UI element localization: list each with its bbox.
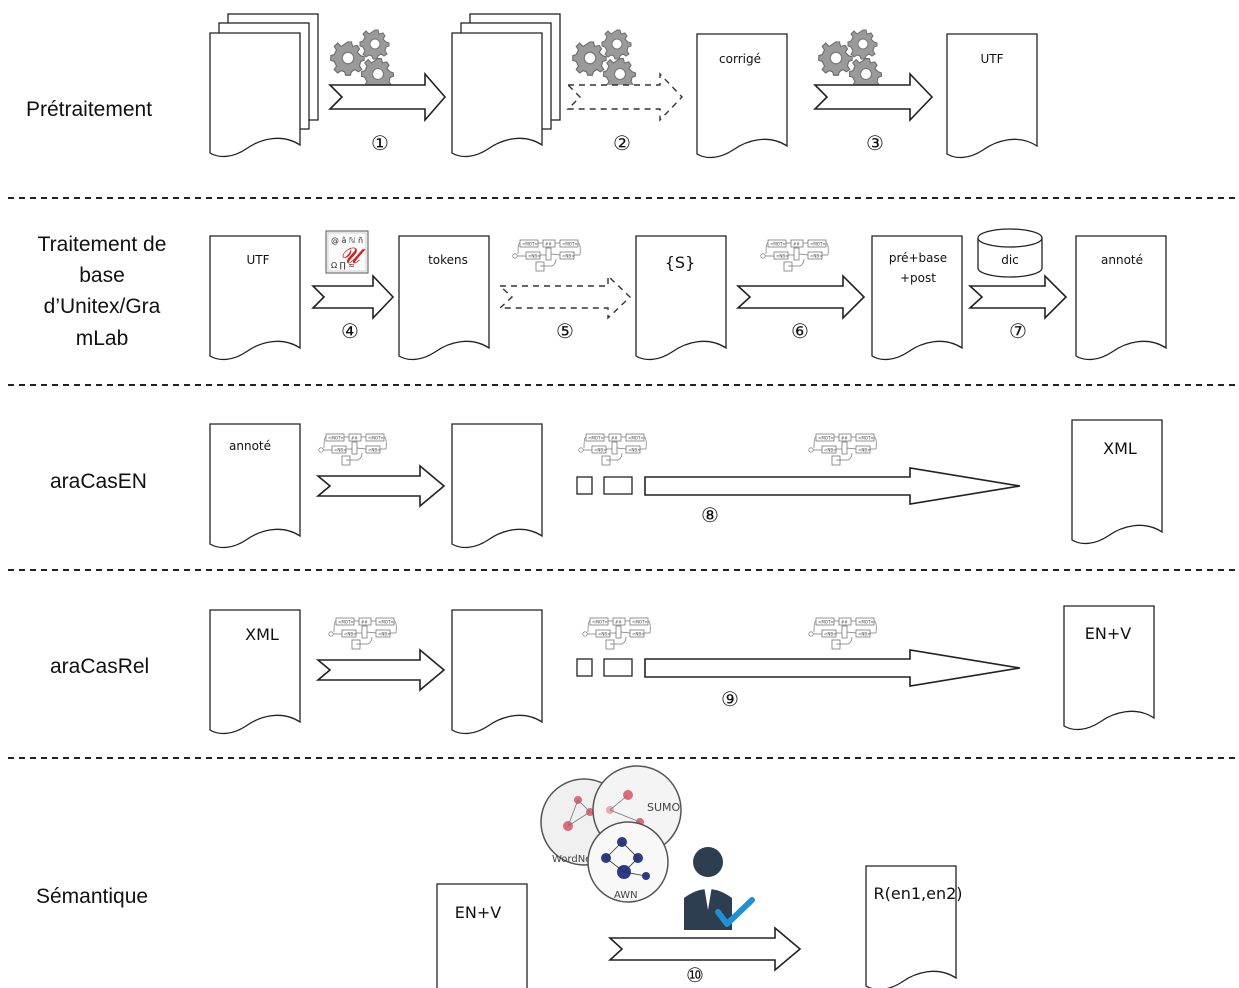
small-box-3b [603,476,633,495]
section-label-traitement-2: base [79,264,125,287]
svg-text:UTF: UTF [246,253,269,267]
arrow-step-2 [566,72,683,122]
document-xml-1: XML [1071,419,1163,545]
graph-icon-step-6 [759,237,831,273]
svg-text:XML: XML [245,625,279,644]
step-4-label: ④ [341,319,359,343]
document-intermediate-4 [451,609,543,735]
graph-icon-4b [581,615,653,651]
arrow-aracasen-1 [315,464,446,508]
document-relation: R(en1,en2) [865,865,963,988]
section-label-traitement-1: Traitement de [38,233,167,256]
svg-text:+post: +post [900,271,936,285]
svg-text:EN+V: EN+V [1085,624,1131,643]
step-1-label: ① [371,131,389,155]
section-label-traitement-3: d’Unitex/Gra [44,295,161,318]
dictionary-database: dic [977,228,1043,278]
arrow-aracasrel-1 [315,648,446,692]
step-6-label: ⑥ [791,319,809,343]
small-box-4a [576,658,593,677]
svg-text:corrigé: corrigé [719,52,761,66]
arrow-step-4 [311,274,395,320]
arrow-step-7 [967,274,1068,320]
document-stack-middle [451,13,561,158]
graph-icon-3c [807,431,879,467]
step-3-label: ③ [866,131,884,155]
ontologies-icon: WordNet SUMO AWN [540,765,682,903]
document-stack-source [209,13,319,158]
arrow-step-8 [644,467,1021,505]
document-annote-1: annoté [1075,235,1167,361]
section-label-pretraitement: Prétraitement [26,98,152,121]
step-9-label: ⑨ [721,687,739,711]
step-8-label: ⑧ [701,503,719,527]
svg-text:annoté: annoté [229,439,271,453]
document-intermediate-3 [451,423,543,549]
svg-text:XML: XML [1103,439,1137,458]
section-label-aracasen: araCasEN [50,470,147,493]
document-annote-2: annoté [209,423,301,549]
svg-text:UTF: UTF [980,52,1003,66]
unicode-icon: @ â ℕ ñ Ω ∏ ≈ 𝓤 [325,230,369,274]
section-label-aracasrel: araCasRel [50,655,149,678]
arrow-step-1 [328,71,447,123]
graph-icon-3a [317,431,389,467]
arrow-step-6 [735,274,866,320]
svg-text:@ â ℕ ñ: @ â ℕ ñ [331,236,363,245]
svg-text:annoté: annoté [1101,253,1143,267]
svg-text:tokens: tokens [428,253,468,267]
small-box-3a [576,476,593,495]
arrow-step-3 [813,72,934,122]
section-label-traitement-4: mLab [76,327,129,350]
svg-text:pré+base: pré+base [889,251,947,265]
arrow-step-5 [498,274,632,320]
section-label-semantique: Sémantique [36,885,148,908]
svg-text:EN+V: EN+V [455,903,501,922]
svg-text:dic: dic [1001,253,1019,267]
document-env-1: EN+V [1063,605,1155,731]
document-env-2: EN+V [436,883,528,988]
document-utf-2: UTF [209,235,301,361]
gears-icon-1 [331,30,394,91]
document-corrige: corrigé [696,33,788,159]
gears-icon-3 [819,30,882,91]
svg-text:SUMO: SUMO [647,801,681,814]
document-s-set: {S} [635,235,727,361]
gears-icon-2 [573,30,636,91]
expert-user-icon [684,847,755,930]
svg-text:Ω ∏ ≈: Ω ∏ ≈ [331,261,355,270]
graph-icon-4c [807,615,879,651]
svg-text:AWN: AWN [614,890,638,901]
graph-icon-4a [327,615,399,651]
small-box-4b [603,658,633,677]
document-prebase: pré+base +post [871,235,963,361]
step-7-label: ⑦ [1009,319,1027,343]
svg-text:R(en1,en2): R(en1,en2) [873,884,962,903]
document-tokens: tokens [398,235,490,361]
step-2-label: ② [613,131,631,155]
document-xml-2: XML [209,609,301,735]
step-10-label: ⑩ [686,963,704,987]
graph-icon-step-5 [511,237,583,273]
arrow-step-10 [607,926,802,972]
document-utf-1: UTF [946,33,1038,159]
svg-text:WordNet: WordNet [552,854,595,865]
graph-icon-3b [577,431,649,467]
arrow-step-9 [644,649,1021,687]
svg-text:{S}: {S} [665,253,696,272]
step-5-label: ⑤ [556,319,574,343]
